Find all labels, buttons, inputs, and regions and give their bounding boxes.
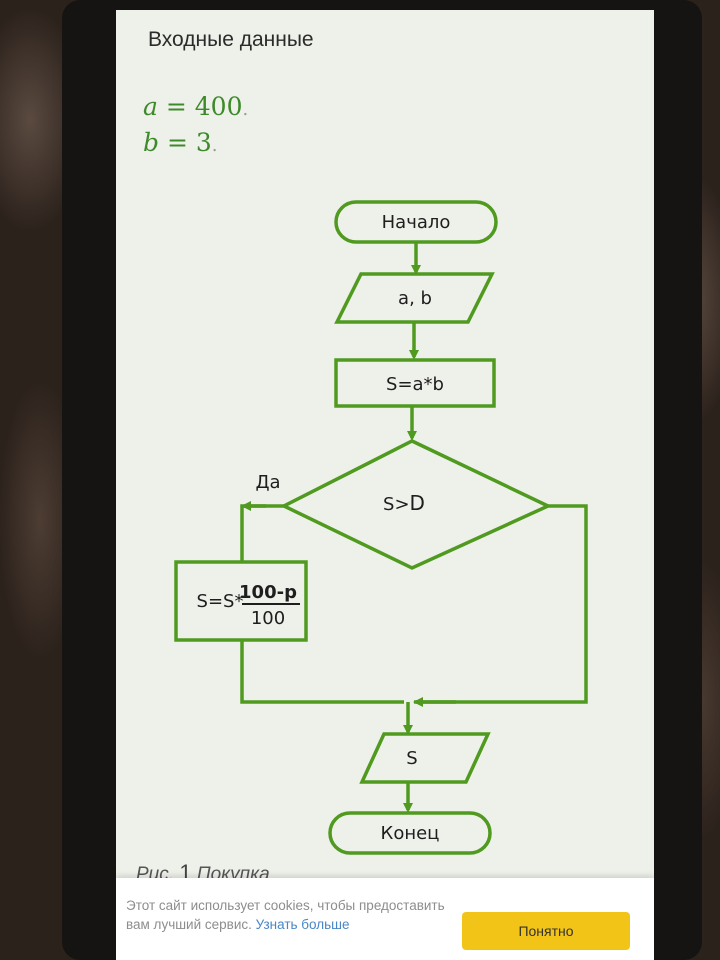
process-box-2: [174, 560, 308, 642]
var-b: b: [143, 128, 160, 157]
yes-branch-line: [240, 504, 284, 562]
input-label: a, b: [398, 288, 432, 309]
decision-right: D: [410, 491, 425, 515]
cookie-banner: Этот сайт использует cookies, чтобы пред…: [116, 878, 654, 960]
end-terminator: [328, 811, 492, 855]
period: .: [211, 135, 218, 156]
section-heading: Входные данные: [148, 28, 314, 51]
output-parallelogram: [359, 732, 491, 784]
flowchart: Начало a, b S=a*b S>D Да S=S* 100-p 100 …: [174, 200, 588, 855]
process-2-numerator: 100-p: [239, 582, 297, 603]
process-1-label: S=a*b: [386, 374, 444, 395]
learn-more-link[interactable]: Узнать больше: [255, 917, 350, 932]
value-a: 400: [194, 92, 243, 121]
screen: Входные данные a = 400. b = 3.: [116, 10, 654, 960]
input-a-formula: a = 400.: [143, 92, 248, 121]
decision-left: S>: [383, 494, 410, 515]
start-label: Начало: [382, 212, 451, 233]
var-a: a: [143, 92, 158, 121]
equals-sign: =: [166, 128, 188, 157]
yes-label: Да: [255, 472, 280, 493]
input-parallelogram: [334, 272, 495, 324]
decision-label: S>D: [383, 491, 425, 515]
decision-diamond: [280, 439, 553, 570]
process-box-1: [334, 358, 496, 408]
cookie-text: Этот сайт использует cookies, чтобы пред…: [126, 898, 445, 932]
no-branch-line: [414, 504, 588, 704]
accept-cookies-button[interactable]: Понятно: [462, 912, 630, 950]
input-b-formula: b = 3.: [143, 128, 218, 157]
merge-left-line: [240, 640, 404, 704]
process-2-prefix: S=S*: [197, 591, 244, 612]
value-b: 3: [195, 128, 212, 157]
process-2-denominator: 100: [251, 608, 285, 629]
end-label: Конец: [381, 823, 440, 844]
equals-sign: =: [165, 92, 187, 121]
output-label: S: [406, 748, 417, 769]
period: .: [242, 99, 249, 120]
cookie-message: Этот сайт использует cookies, чтобы пред…: [126, 896, 446, 934]
